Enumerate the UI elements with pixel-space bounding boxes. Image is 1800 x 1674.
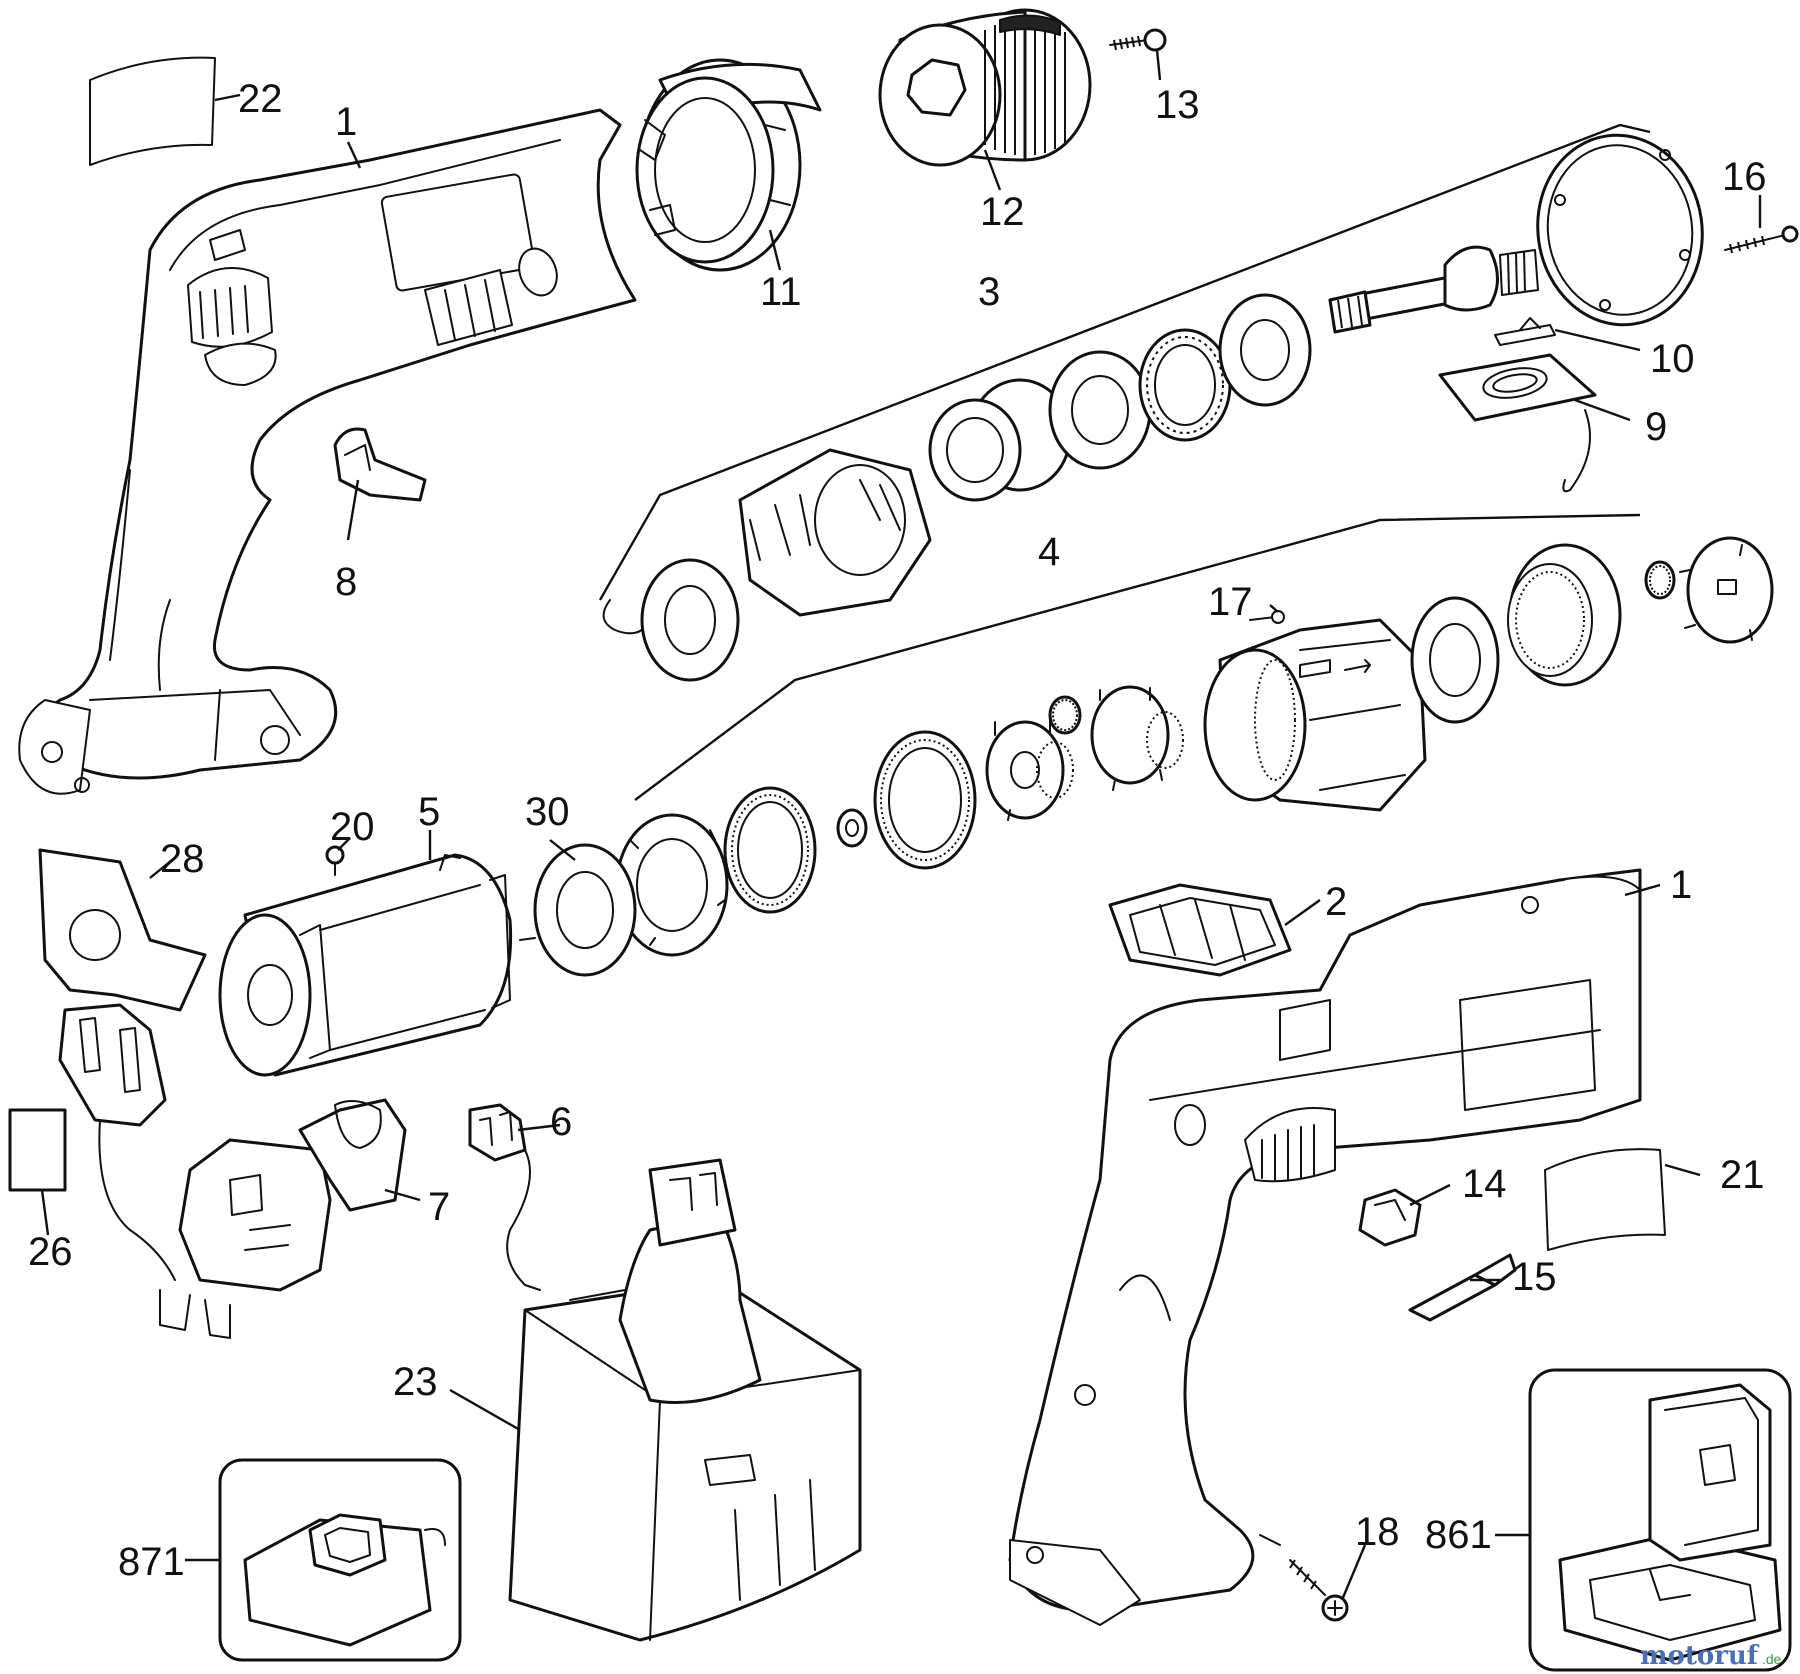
callout-30: 30 — [525, 790, 570, 834]
callout-23: 23 — [393, 1360, 438, 1404]
callout-16: 16 — [1722, 155, 1767, 199]
part-6-brush-lead — [468, 1103, 541, 1291]
callout-871: 871 — [118, 1540, 185, 1584]
sun-gear-1 — [836, 808, 868, 848]
callout-20: 20 — [330, 805, 375, 849]
part-1-housing-right — [1008, 868, 1642, 1626]
callout-22: 22 — [238, 77, 283, 121]
part-17-screw — [1249, 610, 1285, 624]
part-22-label — [89, 56, 216, 166]
callout-numbers: 22 1 11 12 13 3 16 10 9 8 4 17 20 5 30 2… — [28, 77, 1767, 1584]
planet-gear-small — [1048, 695, 1082, 735]
gear-case-ring — [1536, 133, 1704, 327]
part-20-screw — [325, 845, 345, 876]
callout-10: 10 — [1650, 337, 1695, 381]
callout-13: 13 — [1155, 83, 1200, 127]
callout-14: 14 — [1462, 1162, 1507, 1206]
part-5-motor — [218, 853, 536, 1077]
callout-17: 17 — [1208, 580, 1253, 624]
vent-slots-left — [187, 267, 273, 348]
part-3-gearbox-assembly — [598, 123, 1651, 682]
part-15-bit — [1408, 1253, 1517, 1322]
callout-2: 2 — [1325, 880, 1347, 924]
callout-28: 28 — [160, 837, 205, 881]
ring-gear-3 — [1507, 543, 1622, 687]
planet-carrier-1 — [985, 719, 1074, 821]
callout-1-lower: 1 — [1670, 863, 1692, 907]
part-861-case — [1528, 1368, 1792, 1672]
bearing — [1138, 328, 1232, 442]
callout-11: 11 — [760, 270, 802, 314]
spindle-bushing — [928, 378, 1072, 502]
ring-gear-1 — [723, 786, 817, 914]
watermark-text: motoruf — [1640, 1641, 1760, 1671]
callout-861: 861 — [1425, 1513, 1492, 1557]
callout-4: 4 — [1038, 530, 1060, 574]
part-8-lock — [333, 427, 427, 502]
gear-carrier-3 — [738, 448, 932, 617]
part-7-switch — [58, 1003, 407, 1339]
callout-6: 6 — [550, 1100, 572, 1144]
part-13-screw — [1109, 28, 1167, 52]
watermark-suffix: .de — [1762, 1651, 1782, 1667]
part-30-washer — [533, 843, 637, 977]
callout-1-upper: 1 — [335, 100, 357, 144]
callout-26: 26 — [28, 1230, 73, 1274]
callout-7: 7 — [428, 1185, 450, 1229]
part-16-screw — [1724, 225, 1799, 254]
thrust-washer-4 — [1410, 596, 1500, 724]
part-26-pad — [8, 1108, 67, 1192]
part-18-screw — [1289, 1559, 1349, 1622]
part-4-gear-train — [615, 513, 1774, 957]
part-23-battery — [508, 1158, 862, 1642]
callout-5: 5 — [418, 790, 440, 834]
ring-gear-2 — [873, 730, 977, 870]
part-11-collar — [635, 58, 822, 272]
ring-gear-plate — [615, 813, 729, 957]
leader-lines — [40, 49, 1762, 1601]
callout-3: 3 — [978, 270, 1000, 314]
part-10-clip — [1494, 317, 1556, 346]
output-carrier — [1644, 536, 1774, 644]
vent-slots-right — [1244, 1107, 1336, 1183]
part-28-plate — [38, 848, 207, 1012]
part-21-label — [1544, 1148, 1666, 1251]
callout-18: 18 — [1355, 1510, 1400, 1554]
callout-9: 9 — [1645, 405, 1667, 449]
part-9-plate-spring — [1438, 353, 1597, 493]
part-12-chuck — [878, 8, 1092, 167]
callout-8: 8 — [335, 560, 357, 604]
gear-housing — [1203, 618, 1427, 812]
switch-slots — [424, 269, 513, 346]
callout-15: 15 — [1512, 1255, 1557, 1299]
callout-21: 21 — [1720, 1153, 1765, 1197]
callout-12: 12 — [980, 190, 1025, 234]
watermark: motoruf .de — [1640, 1641, 1782, 1671]
spindle — [1328, 245, 1539, 334]
part-871-charger — [218, 1458, 462, 1662]
part-2-vent-cover — [1108, 883, 1292, 977]
part-14-clip — [1358, 1188, 1422, 1247]
part-1-housing-left — [18, 108, 637, 795]
planet-carrier-2 — [1090, 685, 1184, 791]
